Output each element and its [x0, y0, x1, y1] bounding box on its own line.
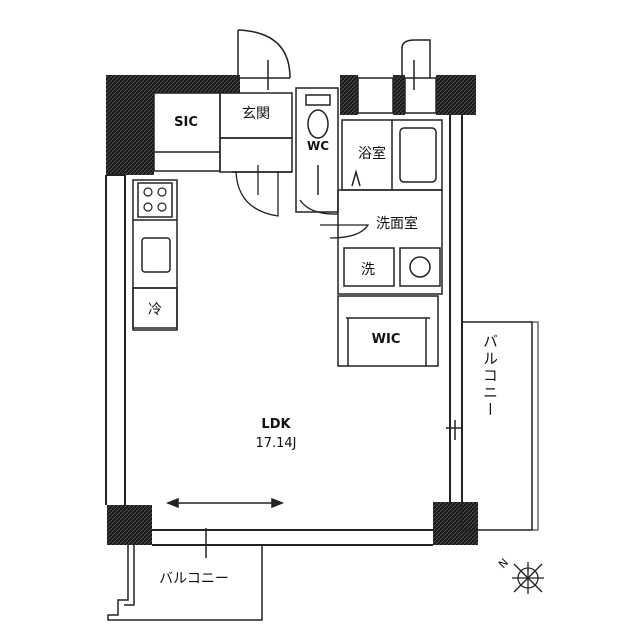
ldk-label: LDK [261, 417, 291, 432]
bathtub-icon [399, 127, 437, 183]
wic-room [337, 295, 439, 367]
inner-door-swings [235, 165, 370, 239]
washroom-label: 洗面室 [376, 215, 418, 232]
wash-basin [399, 247, 441, 287]
bottom-balcony [107, 528, 263, 621]
washer-label: 洗 [361, 262, 375, 278]
fridge-space [132, 287, 178, 329]
right-balcony [446, 321, 539, 531]
ldk-size-label: 17.14J [255, 436, 296, 451]
wall-top-band [152, 75, 240, 93]
bath-room [341, 119, 443, 191]
sliding-door-arrow-icon [165, 497, 285, 509]
washer-space [343, 247, 395, 287]
compass-north-label: N [496, 556, 511, 571]
wic-label: WIC [372, 332, 401, 347]
top-window-icons [357, 39, 437, 114]
washroom [337, 189, 443, 295]
bottom-balcony-label: バルコニー [159, 571, 229, 587]
entrance-area [153, 92, 293, 173]
bath-label: 浴室 [358, 145, 386, 162]
compass-icon [512, 562, 544, 594]
structural-walls [106, 75, 478, 545]
stove-burner-icons [143, 187, 167, 212]
basin-bowl-icon [409, 256, 431, 278]
toilet-icon [307, 109, 329, 139]
wall-top-mid2 [393, 75, 405, 115]
wc-label: WC [307, 139, 329, 153]
kitchen-sink-icon [141, 237, 171, 273]
sic-label: SIC [174, 115, 198, 130]
fridge-label: 冷 [148, 302, 162, 318]
wall-top-mid [340, 75, 358, 115]
wall-top-right-column [436, 75, 476, 115]
wall-top-left-column [106, 75, 154, 175]
stove-top [137, 182, 173, 218]
entry-door-icon [237, 29, 291, 90]
genkan-label: 玄関 [242, 105, 270, 122]
wall-bottom-left-column [107, 505, 152, 545]
right-balcony-label: バルコニー [481, 334, 499, 419]
wall-bottom-right-column [433, 502, 478, 545]
